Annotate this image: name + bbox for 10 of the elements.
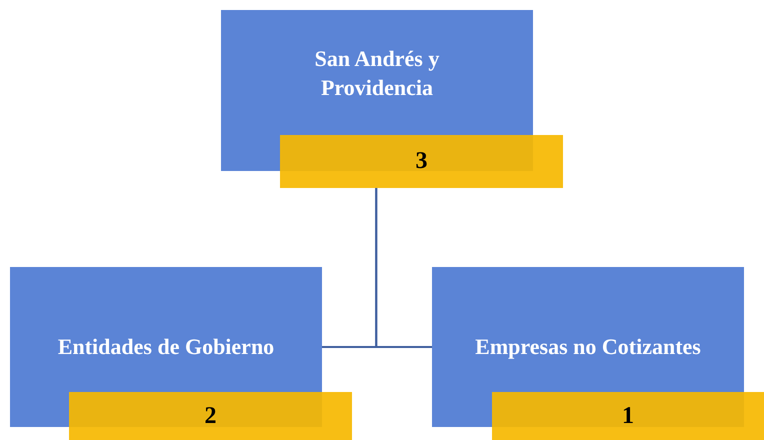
count-value: 1: [622, 402, 634, 430]
count-badge: [69, 392, 352, 440]
category-label: San Andrés y Providencia: [314, 44, 440, 102]
count-value: 2: [204, 402, 216, 430]
count-badge: [280, 135, 563, 188]
category-label: Entidades de Gobierno: [56, 332, 276, 361]
connector-line: [375, 188, 432, 348]
count-badge: [492, 392, 764, 440]
count-value: 3: [416, 148, 428, 175]
category-label: Empresas no Cotizantes: [474, 332, 702, 361]
